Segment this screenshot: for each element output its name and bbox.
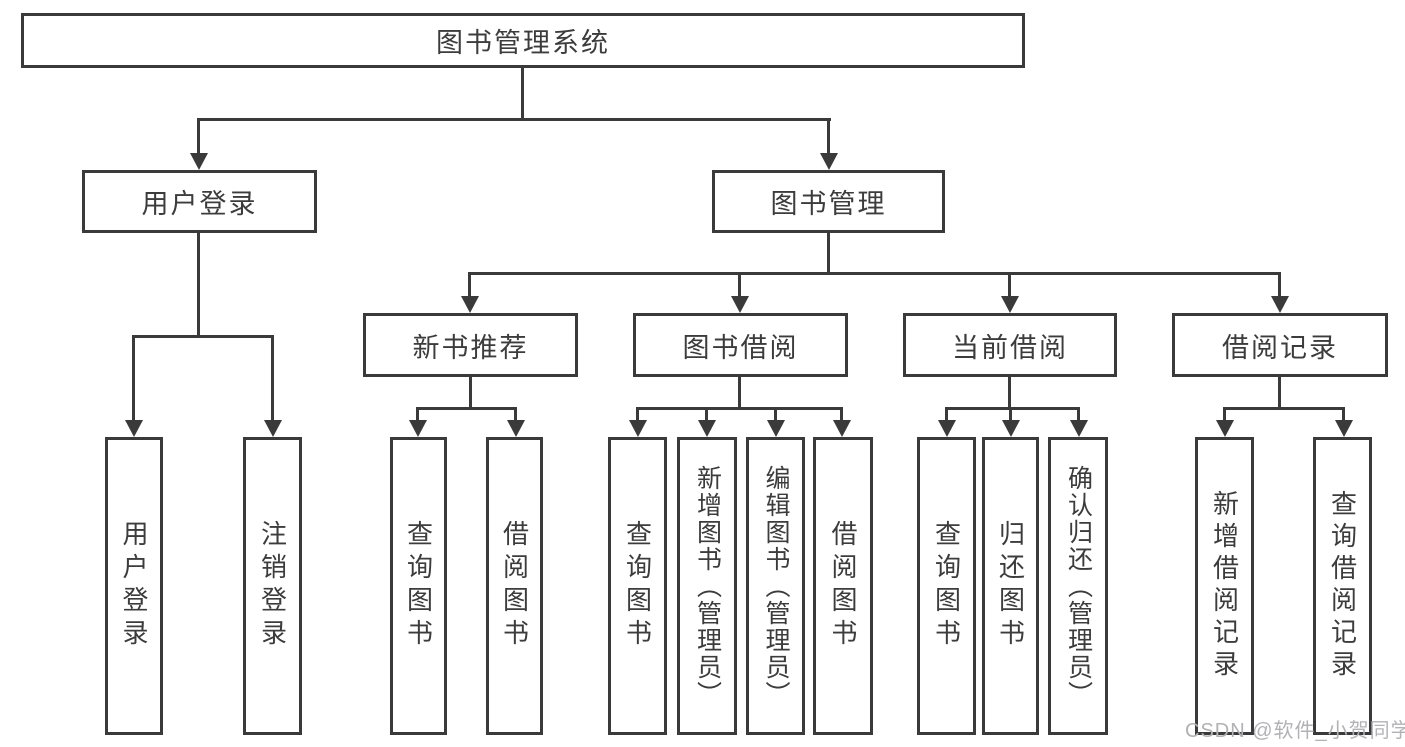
arrow-down-icon: [264, 420, 282, 437]
connector-line: [774, 407, 777, 420]
connector-line: [197, 118, 200, 154]
connector-line: [1278, 272, 1281, 297]
node-borrow-record: 借阅记录: [1172, 313, 1388, 377]
connector-line: [1009, 407, 1012, 420]
node-book-management: 图书管理: [712, 170, 945, 233]
arrow-down-icon: [507, 420, 525, 437]
arrow-down-icon: [820, 153, 838, 170]
connector-line: [945, 407, 948, 420]
leaf-add-borrow-record-label: 新增借阅记录: [1209, 490, 1240, 682]
leaf-confirm-return-admin-label: 确认归还（管理员）: [1064, 464, 1093, 708]
arrow-down-icon: [125, 420, 143, 437]
connector-line: [197, 233, 200, 335]
leaf-add-borrow-record: 新增借阅记录: [1195, 437, 1254, 735]
leaf-query-book-1-label: 查询图书: [403, 520, 434, 652]
leaf-borrow-book-1: 借阅图书: [486, 437, 543, 735]
connector-line: [271, 335, 274, 420]
connector-line: [521, 68, 524, 118]
arrow-down-icon: [767, 420, 785, 437]
connector-line: [1342, 407, 1345, 420]
node-current-borrow: 当前借阅: [903, 313, 1117, 377]
connector-line: [132, 335, 274, 338]
node-book-borrow: 图书借阅: [633, 313, 848, 377]
leaf-user-login: 用户登录: [105, 437, 163, 735]
connector-line: [1278, 377, 1281, 407]
connector-line: [1223, 407, 1226, 420]
arrow-down-icon: [833, 420, 851, 437]
leaf-return-book-label: 归还图书: [995, 520, 1026, 652]
leaf-return-book: 归还图书: [982, 437, 1039, 735]
leaf-borrow-book-2-label: 借阅图书: [828, 520, 858, 652]
connector-line: [416, 407, 517, 410]
arrow-down-icon: [461, 296, 479, 313]
arrow-down-icon: [938, 420, 956, 437]
connector-line: [468, 272, 471, 297]
arrow-down-icon: [190, 153, 208, 170]
arrow-down-icon: [731, 296, 749, 313]
connector-line: [469, 377, 472, 407]
arrow-down-icon: [1271, 296, 1289, 313]
arrow-down-icon: [629, 420, 647, 437]
leaf-query-book-2-label: 查询图书: [622, 520, 653, 652]
arrow-down-icon: [1070, 420, 1088, 437]
node-user-login-label: 用户登录: [141, 189, 258, 219]
node-new-book-recommend: 新书推荐: [363, 313, 578, 377]
connector-line: [468, 272, 1281, 275]
connector-line: [416, 407, 419, 420]
leaf-user-login-label: 用户登录: [119, 520, 149, 652]
connector-line: [1223, 407, 1345, 410]
leaf-add-book-admin-label: 新增图书（管理员）: [693, 464, 722, 708]
node-borrow-record-label: 借阅记录: [1222, 332, 1338, 363]
arrow-down-icon: [698, 420, 716, 437]
leaf-query-book-3-label: 查询图书: [931, 520, 962, 652]
arrow-down-icon: [409, 420, 427, 437]
node-book-management-label: 图书管理: [770, 189, 887, 219]
node-root-label: 图书管理系统: [436, 28, 610, 58]
leaf-query-borrow-record-label: 查询借阅记录: [1327, 490, 1358, 682]
leaf-borrow-book-1-label: 借阅图书: [499, 520, 530, 652]
node-new-book-recommend-label: 新书推荐: [412, 332, 529, 363]
arrow-down-icon: [1216, 420, 1234, 437]
connector-line: [132, 335, 135, 420]
connector-line: [514, 407, 517, 420]
connector-line: [197, 118, 831, 121]
connector-line: [827, 233, 830, 272]
connector-line: [636, 407, 842, 410]
leaf-query-book-3: 查询图书: [917, 437, 976, 735]
leaf-query-book-2: 查询图书: [608, 437, 667, 735]
connector-line: [840, 407, 843, 420]
node-root: 图书管理系统: [21, 13, 1025, 68]
arrow-down-icon: [1335, 420, 1353, 437]
leaf-confirm-return-admin: 确认归还（管理员）: [1048, 437, 1108, 735]
csdn-watermark: CSDN @软件_小贺同学: [1185, 720, 1405, 742]
leaf-logout-label: 注销登录: [257, 520, 288, 652]
connector-line: [738, 272, 741, 297]
leaf-logout: 注销登录: [243, 437, 302, 735]
connector-line: [1008, 377, 1011, 407]
node-user-login: 用户登录: [82, 170, 317, 233]
node-book-borrow-label: 图书借阅: [682, 332, 799, 363]
connector-line: [636, 407, 639, 420]
leaf-query-borrow-record: 查询借阅记录: [1313, 437, 1372, 735]
connector-line: [945, 407, 1080, 410]
arrow-down-icon: [1001, 296, 1019, 313]
leaf-query-book-1: 查询图书: [390, 437, 447, 735]
connector-line: [738, 377, 741, 407]
connector-line: [705, 407, 708, 420]
leaf-borrow-book-2: 借阅图书: [813, 437, 873, 735]
connector-line: [827, 118, 830, 154]
leaf-edit-book-admin-label: 编辑图书（管理员）: [762, 464, 790, 708]
node-current-borrow-label: 当前借阅: [952, 332, 1068, 363]
connector-line: [1008, 272, 1011, 297]
arrow-down-icon: [1002, 420, 1020, 437]
leaf-add-book-admin: 新增图书（管理员）: [677, 437, 737, 735]
leaf-edit-book-admin: 编辑图书（管理员）: [746, 437, 805, 735]
connector-line: [1077, 407, 1080, 420]
